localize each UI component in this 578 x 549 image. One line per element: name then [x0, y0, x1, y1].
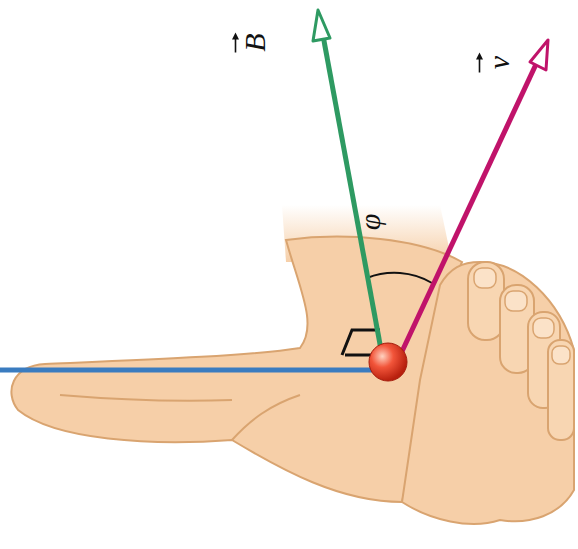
palm-crease	[232, 395, 300, 440]
little-finger	[548, 340, 574, 440]
thumb-crease	[60, 395, 232, 401]
charge	[369, 343, 407, 381]
v-vector	[398, 60, 538, 360]
force-line	[0, 368, 385, 373]
label-text: φ	[355, 214, 385, 231]
fingernail	[474, 268, 496, 288]
angle-arc	[367, 273, 432, 283]
index-finger	[468, 262, 504, 340]
vector-label: v	[475, 51, 514, 73]
fingernail	[533, 318, 554, 338]
angle-label: φ	[355, 214, 385, 231]
b-vector	[322, 30, 382, 355]
b-arrowhead	[313, 10, 330, 41]
vector-label: B	[231, 31, 270, 53]
fingernail	[552, 346, 570, 364]
label-text: v	[484, 55, 514, 68]
fingernail	[505, 291, 527, 311]
vector-arrow	[475, 51, 484, 73]
vector-arrow	[231, 31, 240, 53]
v-arrowhead	[530, 40, 548, 70]
label-text: B	[240, 33, 270, 51]
